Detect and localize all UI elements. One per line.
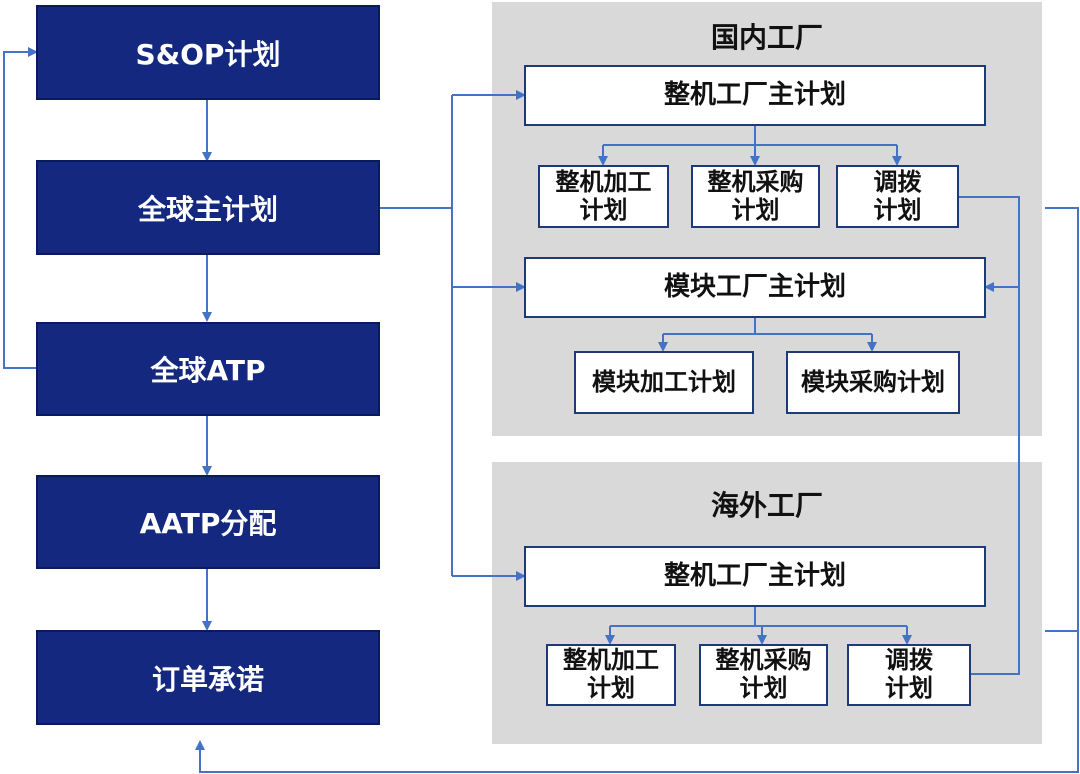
domestic-factory-title: 国内工厂: [710, 21, 823, 54]
overseas-allocation-plan-box: 调拨计划: [847, 644, 971, 706]
sop-plan-label: S&OP计划: [135, 37, 281, 71]
overseas-assembly-purchase-line1: 整机采购: [715, 646, 812, 675]
overseas-assembly-master-plan-box: 整机工厂主计划: [524, 546, 986, 607]
domestic-assembly-master-plan-box: 整机工厂主计划: [524, 65, 986, 126]
domestic-assembly-purchase-plan-box: 整机采购计划: [691, 165, 820, 228]
overseas-allocation-line1: 调拨: [885, 646, 933, 675]
domestic-module-purchase-label: 模块采购计划: [801, 367, 945, 396]
domestic-allocation-plan-box: 调拨计划: [836, 165, 959, 228]
aatp-allocation-box: AATP分配: [36, 475, 380, 569]
domestic-module-purchase-plan-box: 模块采购计划: [786, 351, 960, 414]
overseas-factory-title: 海外工厂: [710, 489, 823, 522]
domestic-allocation-line2: 计划: [873, 195, 922, 224]
domestic-module-processing-plan-box: 模块加工计划: [574, 351, 754, 414]
global-master-plan-label: 全球主计划: [137, 192, 278, 226]
domestic-assembly-processing-line1: 整机加工: [555, 167, 652, 196]
aatp-allocation-label: AATP分配: [139, 507, 277, 540]
domestic-assembly-master-plan-label: 整机工厂主计划: [663, 79, 846, 110]
overseas-assembly-processing-line2: 计划: [587, 674, 635, 702]
overseas-allocation-line2: 计划: [885, 674, 933, 702]
domestic-assembly-processing-line2: 计划: [579, 195, 628, 224]
overseas-assembly-purchase-plan-box: 整机采购计划: [699, 644, 828, 706]
global-atp-label: 全球ATP: [150, 354, 266, 387]
domestic-module-master-plan-box: 模块工厂主计划: [524, 257, 986, 318]
overseas-assembly-processing-line1: 整机加工: [563, 646, 659, 675]
domestic-assembly-purchase-line1: 整机采购: [707, 167, 804, 196]
domestic-module-processing-label: 模块加工计划: [592, 367, 736, 396]
domestic-assembly-processing-plan-box: 整机加工计划: [538, 165, 669, 228]
overseas-assembly-processing-plan-box: 整机加工计划: [546, 644, 676, 706]
domestic-allocation-line1: 调拨: [873, 167, 922, 196]
sop-plan-box: S&OP计划: [36, 5, 380, 100]
domestic-module-master-plan-label: 模块工厂主计划: [663, 271, 846, 302]
overseas-assembly-purchase-line2: 计划: [739, 674, 788, 702]
order-promise-label: 订单承诺: [151, 662, 264, 696]
domestic-assembly-purchase-line2: 计划: [731, 195, 780, 224]
global-atp-box: 全球ATP: [36, 322, 380, 416]
global-master-plan-box: 全球主计划: [36, 160, 380, 255]
order-promise-box: 订单承诺: [36, 630, 380, 725]
overseas-assembly-master-plan-label: 整机工厂主计划: [663, 560, 846, 591]
